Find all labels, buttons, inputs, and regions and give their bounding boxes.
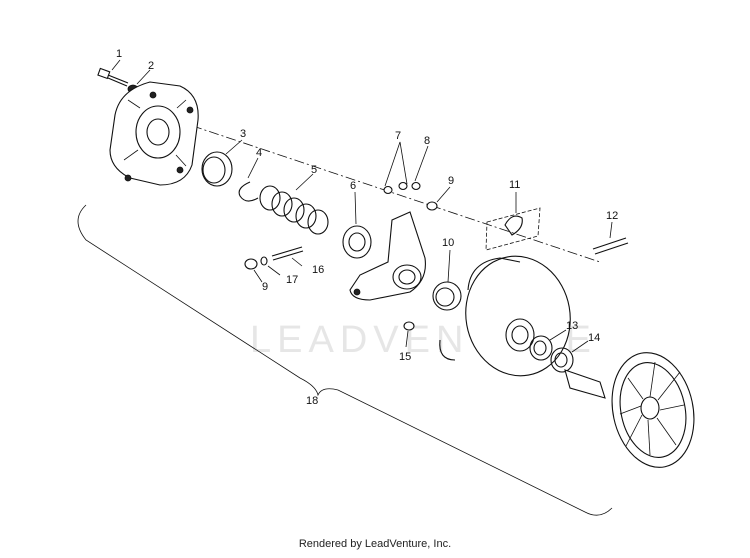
- part-cover-plate: [109, 81, 199, 186]
- part-nut-upper: [426, 201, 438, 211]
- callout-9-lower: 9: [262, 281, 268, 293]
- part-shaft-pin: [592, 237, 629, 255]
- callout-3: 3: [240, 128, 246, 140]
- callout-16: 16: [312, 264, 324, 276]
- callout-2: 2: [148, 60, 154, 72]
- callout-15: 15: [399, 351, 411, 363]
- callout-6: 6: [350, 180, 356, 192]
- assembly-bracket: [77, 204, 613, 516]
- part-nut-15: [403, 321, 415, 331]
- callout-4: 4: [256, 147, 262, 159]
- callout-11: 11: [509, 179, 520, 191]
- part-rollers: [383, 181, 421, 195]
- callout-17: 17: [286, 274, 298, 286]
- part-label-tag: [485, 207, 541, 251]
- part-spider-arm: [349, 211, 426, 301]
- callout-1: 1: [116, 48, 122, 60]
- part-bushing-ring: [201, 151, 233, 187]
- callout-18: 18: [306, 395, 318, 407]
- part-spring: [259, 185, 329, 235]
- part-bushing-14: [550, 347, 574, 373]
- part-bushing-13: [529, 335, 553, 361]
- callout-5: 5: [311, 164, 317, 176]
- part-movable-sheave: [439, 255, 571, 377]
- callout-9-upper: 9: [448, 175, 454, 187]
- callout-14: 14: [588, 332, 600, 344]
- callout-13: 13: [566, 320, 578, 332]
- part-bolt: [97, 67, 129, 87]
- footer-credit: Rendered by LeadVenture, Inc.: [298, 538, 452, 550]
- part-snap-ring: [238, 181, 259, 202]
- callout-8: 8: [424, 135, 430, 147]
- part-o-ring: [260, 256, 268, 266]
- part-thrust-washer: [432, 281, 462, 311]
- callout-10: 10: [442, 237, 454, 249]
- part-spider-bushing: [342, 225, 372, 259]
- part-pin: [271, 246, 304, 261]
- part-nut-lower: [244, 258, 258, 270]
- callout-7: 7: [395, 130, 401, 142]
- part-fixed-sheave: [564, 352, 695, 468]
- callout-12: 12: [606, 210, 618, 222]
